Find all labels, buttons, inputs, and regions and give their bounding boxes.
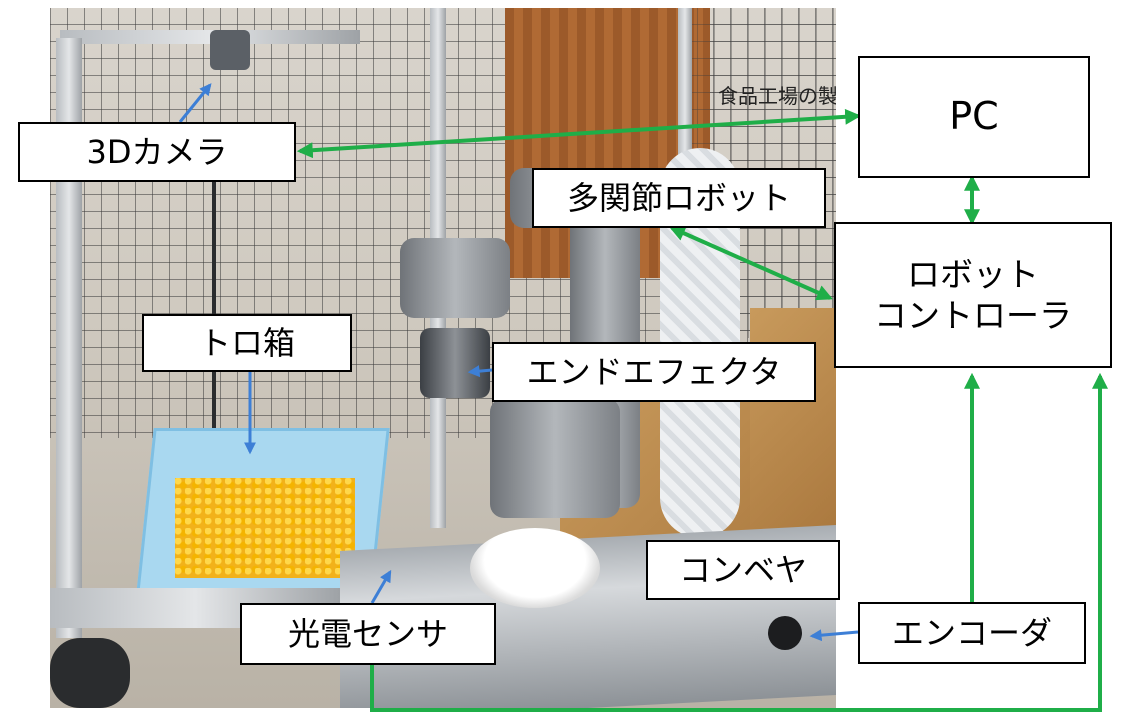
end-effector-label-box: エンドエフェクタ	[492, 342, 816, 402]
tray-label-box: トロ箱	[142, 314, 352, 372]
conveyor-label-box: コンベヤ	[646, 540, 840, 600]
factory-sign: 食品工場の製	[718, 84, 836, 108]
white-plate	[470, 528, 600, 608]
camera-label-box: 3Dカメラ	[18, 122, 296, 182]
encoder-device	[768, 616, 802, 650]
robot-label: 多関節ロボット	[566, 179, 791, 217]
robot-wrist	[400, 238, 510, 318]
encoder-label: エンコーダ	[891, 614, 1052, 652]
end-effector-part	[420, 328, 490, 398]
tray-label: トロ箱	[198, 324, 295, 362]
end-effector-pointer	[467, 365, 493, 378]
motor-housing	[50, 638, 130, 708]
conveyor-label: コンベヤ	[678, 551, 807, 589]
sensor-label: 光電センサ	[287, 615, 448, 653]
end-effector-label: エンドエフェクタ	[526, 353, 782, 391]
robot-base	[490, 398, 620, 518]
pc-box: PC	[858, 56, 1090, 178]
camera-pointer	[178, 83, 212, 123]
sensor-label-box: 光電センサ	[240, 603, 496, 665]
pc-label: PC	[949, 94, 999, 139]
sensor-pointer	[370, 569, 392, 604]
controller-label-line2: コントローラ	[874, 296, 1072, 335]
camera-body	[210, 30, 250, 70]
robot-controller-link	[669, 225, 833, 301]
sensor-controller-link	[370, 372, 1108, 712]
camera-cable	[212, 158, 216, 428]
robot-label-box: 多関節ロボット	[532, 168, 826, 228]
camera-label: 3Dカメラ	[86, 133, 228, 171]
encoder-label-box: エンコーダ	[858, 602, 1086, 664]
encoder-pointer	[809, 629, 859, 642]
controller-label-line1: ロボット	[907, 254, 1039, 294]
controller-box: ロボット コントローラ	[834, 222, 1112, 368]
pc-camera-link	[296, 108, 862, 159]
corn-kernels	[175, 478, 355, 578]
